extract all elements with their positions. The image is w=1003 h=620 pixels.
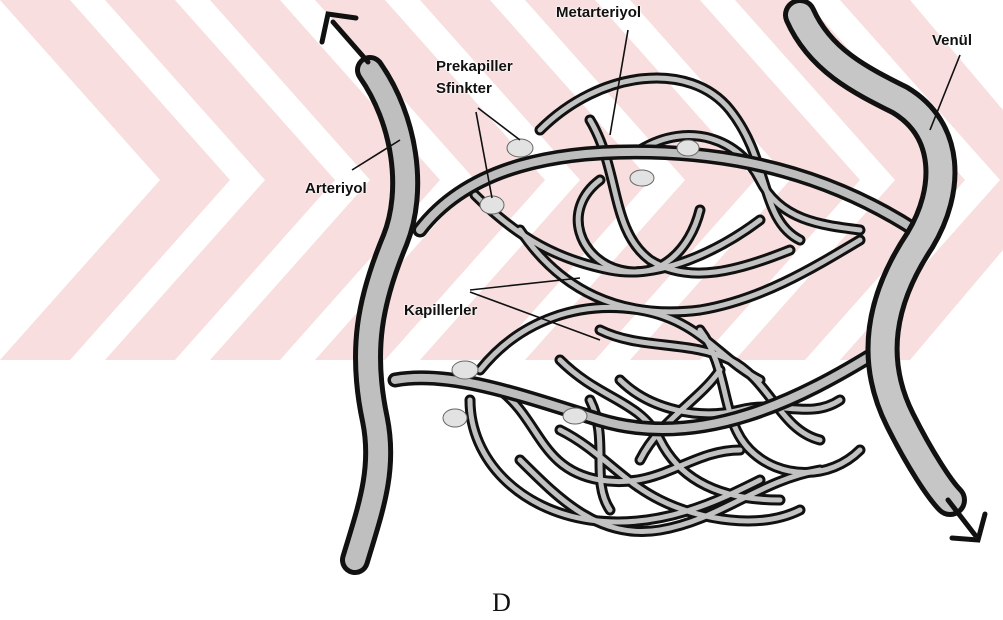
label-precapillary-line2: Sfinkter [436,80,492,97]
figure-caption: D [0,588,1003,618]
label-venule: Venül [932,32,972,49]
sphincter-1 [507,139,533,157]
sphincter-6 [443,409,467,427]
label-precapillary-line1: Prekapiller [436,58,513,75]
label-arteriole: Arteriyol [305,180,367,197]
label-metarteriole: Metarteriyol [556,4,641,21]
sphincter-4 [677,140,699,156]
sphincter-2 [480,196,504,214]
arrow-out-icon [948,500,985,540]
sphincter-7 [563,408,587,424]
sphincter-3 [630,170,654,186]
label-capillaries: Kapillerler [404,302,477,319]
sphincter-5 [452,361,478,379]
